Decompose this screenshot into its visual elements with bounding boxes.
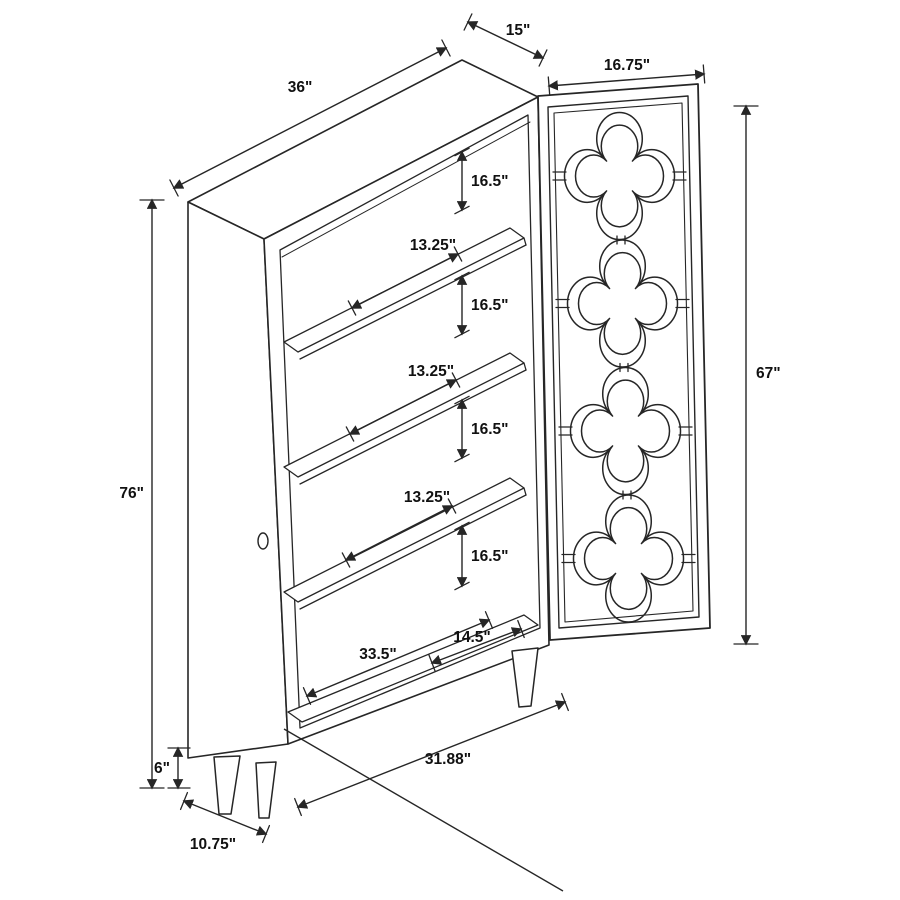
- dim-shelf-spacing-3: 16.5": [454, 395, 509, 463]
- door-glass-edge: [553, 102, 694, 623]
- dim-leg-height: 6": [154, 746, 191, 790]
- floor-line: [283, 728, 564, 892]
- dim-cabinet-width: 36": [169, 39, 451, 197]
- leg-left-front: [213, 755, 241, 815]
- leg-left-rear: [255, 761, 277, 819]
- quatrefoil-motif-1: [564, 112, 674, 239]
- dim-shelf-depth-3: 13.25": [341, 489, 457, 568]
- dim-label-cabinet-height: 76": [119, 485, 144, 502]
- dim-label-shelf-depth-3: 13.25": [404, 489, 450, 506]
- dim-base-width: 31.88": [294, 692, 569, 817]
- door-knob-icon: [257, 532, 269, 550]
- motif-frame-connectors: [552, 171, 696, 564]
- dim-shelf-depth-1: 13.25": [347, 237, 463, 316]
- dim-label-shelf-depth-1: 13.25": [410, 237, 456, 254]
- dim-label-cabinet-depth: 15": [506, 22, 531, 39]
- dim-label-shelf-spacing-3: 16.5": [471, 421, 509, 438]
- dim-door-height: 67": [733, 104, 781, 646]
- dim-label-base-width: 31.88": [425, 751, 471, 768]
- leg-right-front: [511, 647, 539, 708]
- dim-label-cabinet-width: 36": [288, 79, 313, 96]
- quatrefoil-motif-2: [567, 240, 677, 367]
- dim-leg-depth: 10.75": [179, 791, 271, 853]
- dim-door-width: 16.75": [547, 57, 706, 96]
- dim-label-shelf-spacing-1: 16.5": [471, 173, 509, 190]
- dim-shelf-spacing-2: 16.5": [454, 271, 509, 339]
- dim-label-leg-height: 6": [154, 760, 170, 777]
- dim-label-shelf-depth-2: 13.25": [408, 363, 454, 380]
- quatrefoil-motif-4: [573, 495, 683, 622]
- dim-shelf-spacing-4: 16.5": [454, 521, 509, 591]
- dim-cabinet-depth: 15": [463, 13, 548, 67]
- dimension-annotations: 36" 15" 16.75" 67" 76" 6": [119, 13, 781, 853]
- dim-shelf-spacing-1: 16.5": [454, 147, 509, 215]
- dim-bottom-shelf-depth: 14.5": [428, 619, 525, 673]
- quatrefoil-motif-3: [570, 367, 680, 494]
- top-board-line: [281, 121, 531, 258]
- dim-label-bottom-shelf-depth: 14.5": [453, 629, 491, 646]
- dim-shelf-depth-2: 13.25": [345, 363, 461, 442]
- door-inner-frame: [547, 95, 700, 629]
- dim-label-door-height: 67": [756, 365, 781, 382]
- dim-label-leg-depth: 10.75": [190, 836, 236, 853]
- door: [537, 83, 711, 641]
- dim-label-interior-bottom-width: 33.5": [359, 646, 397, 663]
- dim-label-door-width: 16.75": [604, 57, 650, 74]
- dim-label-shelf-spacing-4: 16.5": [471, 548, 509, 565]
- dim-label-shelf-spacing-2: 16.5": [471, 297, 509, 314]
- dim-cabinet-height: 76": [119, 198, 165, 790]
